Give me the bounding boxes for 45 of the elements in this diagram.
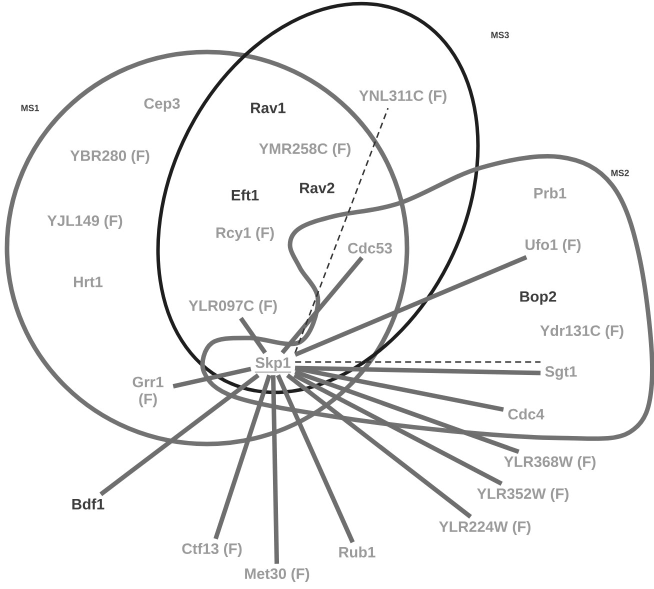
gene-label: Hrt1 <box>74 276 103 288</box>
connector-line <box>276 374 355 544</box>
connector-line <box>294 255 528 357</box>
connector-line <box>294 108 389 354</box>
gene-label: Eft1 <box>232 190 259 200</box>
connector-line <box>294 366 504 412</box>
gene-label: Ydr131C (F) <box>540 325 624 339</box>
connector-line <box>172 366 252 389</box>
gene-label: Rub1 <box>339 546 376 558</box>
gene-label: YMR258C (F) <box>259 143 350 157</box>
connector-line <box>270 375 280 564</box>
gene-label: Grr1 (F) <box>132 376 164 408</box>
gene-label: YLR097C (F) <box>188 300 277 314</box>
gene-label: Rav1 <box>251 102 286 114</box>
gene-label: Rcy1 (F) <box>216 227 274 241</box>
connector-line <box>239 316 267 354</box>
connector-line <box>214 374 272 540</box>
gene-label: Bop2 <box>520 291 556 305</box>
gene-label: Ufo1 (F) <box>526 239 581 253</box>
gene-label: Cdc53 <box>348 242 392 254</box>
connector-line <box>280 256 364 354</box>
gene-label: Ctf13 (F) <box>182 543 242 557</box>
gene-label: Bdf1 <box>72 498 104 510</box>
gene-label: Cep3 <box>144 98 180 112</box>
connector-line <box>295 361 541 363</box>
gene-label: YJL149 (F) <box>47 215 122 229</box>
connector-line <box>295 366 541 376</box>
set-label: MS2 <box>611 170 629 176</box>
set-label: MS1 <box>21 104 39 112</box>
connector-line <box>294 370 520 454</box>
set-label: MS3 <box>491 32 509 38</box>
gene-label: YNL311C (F) <box>359 90 446 104</box>
underlined-gene-label: Skp1 <box>254 357 292 373</box>
gene-label: Sgt1 <box>545 366 577 380</box>
connector-line <box>286 373 472 519</box>
gene-label: YLR368W (F) <box>504 456 596 470</box>
gene-label: Cdc4 <box>508 408 544 420</box>
connector-line <box>99 373 260 496</box>
gene-label: YLR352W (F) <box>477 488 568 502</box>
gene-label: Prb1 <box>534 187 566 198</box>
gene-label: Met30 (F) <box>245 568 310 582</box>
gene-label: Rav2 <box>300 182 334 194</box>
gene-label: YBR280 (F) <box>70 150 150 164</box>
gene-label: YLR224W (F) <box>439 521 530 535</box>
connector-line <box>293 373 503 486</box>
